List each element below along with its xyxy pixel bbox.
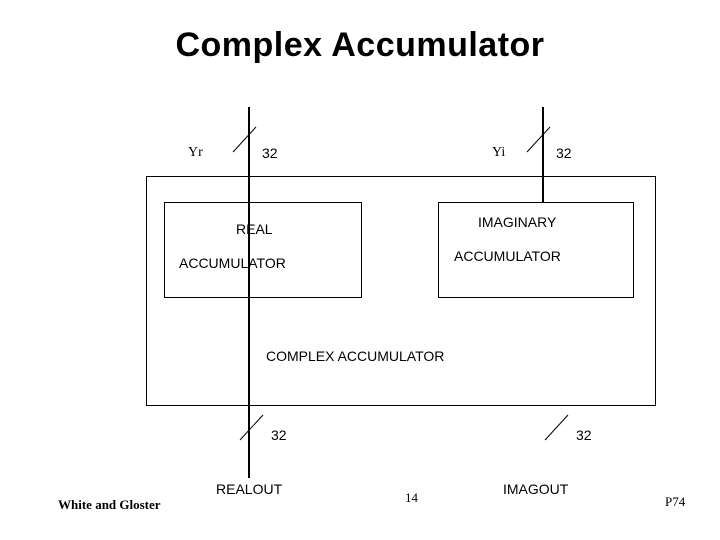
- footer-page-number: 14: [405, 490, 418, 505]
- bus-tick-imagout: [544, 414, 569, 441]
- real-accumulator-box: [164, 202, 362, 298]
- imaginary-accumulator-label-line1: IMAGINARY: [478, 214, 557, 230]
- bus-tick-yr: [232, 126, 257, 153]
- imaginary-accumulator-label-line2: ACCUMULATOR: [454, 248, 561, 264]
- input-label-yi: Yi: [492, 145, 506, 160]
- real-accumulator-label-line1: REAL: [236, 221, 273, 237]
- output-label-realout: REALOUT: [216, 481, 283, 497]
- complex-accumulator-label: COMPLEX ACCUMULATOR: [266, 348, 445, 364]
- input-width-yr: 32: [262, 145, 278, 161]
- bus-tick-yi: [526, 126, 551, 153]
- complex-accumulator-box: [146, 176, 656, 406]
- input-width-yi: 32: [556, 145, 572, 161]
- page-title: Complex Accumulator: [175, 26, 545, 64]
- output-width-imagout: 32: [576, 427, 592, 443]
- input-label-yr: Yr: [188, 145, 203, 160]
- output-width-realout: 32: [271, 427, 287, 443]
- real-accumulator-label-line2: ACCUMULATOR: [179, 255, 286, 271]
- footer-authors: White and Gloster: [58, 497, 161, 512]
- bus-tick-realout: [239, 414, 264, 441]
- output-label-imagout: IMAGOUT: [503, 481, 569, 497]
- imaginary-accumulator-box: [438, 202, 634, 298]
- footer-slide-id: P74: [665, 494, 686, 509]
